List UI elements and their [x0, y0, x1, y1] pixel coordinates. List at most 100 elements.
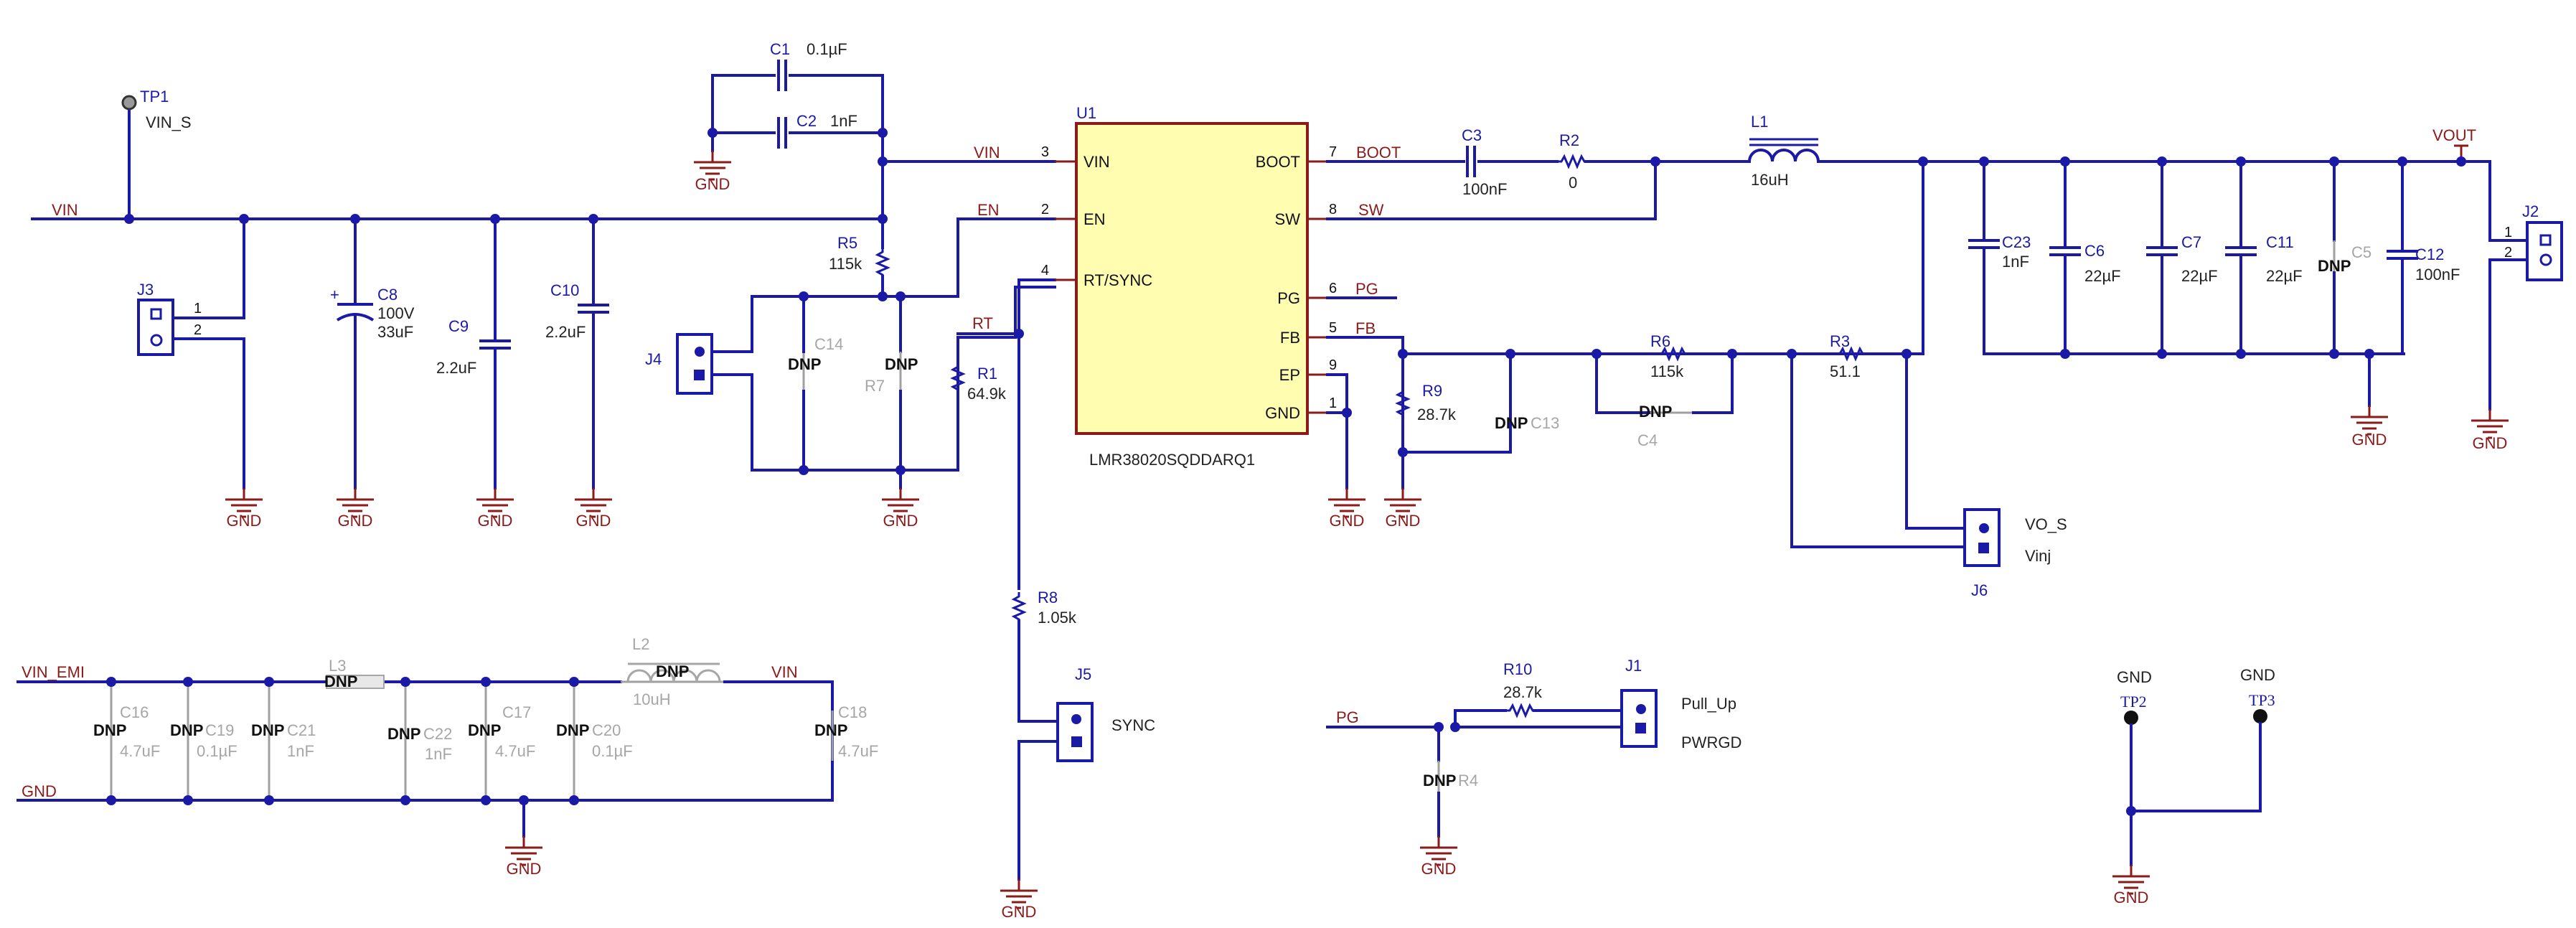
c12-ref: C12 [2415, 245, 2444, 263]
j6-label-vinj: Vinj [2025, 547, 2051, 565]
j3-ref: J3 [137, 281, 154, 299]
net-label-vin-emi-r: VIN [771, 663, 798, 681]
c9-ref: C9 [448, 317, 469, 335]
ic-u1[interactable]: U1 LMR38020SQDDARQ1 3 2 4 VIN EN RT/SYNC… [1041, 104, 1337, 469]
net-label-vin-ic: VIN [974, 144, 1000, 161]
c21-ref: C21 [287, 721, 316, 739]
svg-text:33uF: 33uF [377, 323, 413, 341]
l1-ref: L1 [1751, 113, 1768, 131]
c10-ref: C10 [550, 281, 579, 299]
ic-ref: U1 [1076, 104, 1096, 122]
svg-text:5: 5 [1329, 320, 1337, 336]
j1-label-pwrgd: PWRGD [1681, 734, 1741, 751]
svg-text:DNP: DNP [656, 662, 689, 680]
c8-value: 100V [377, 304, 415, 322]
r6-ref: R6 [1650, 332, 1670, 350]
svg-text:GND: GND [2114, 889, 2149, 906]
svg-text:1: 1 [2504, 225, 2512, 240]
c9-value: 2.2uF [436, 359, 476, 377]
svg-text:GND: GND [478, 512, 513, 530]
j4-connector[interactable] [676, 333, 713, 395]
c4-ref: C4 [1637, 431, 1658, 449]
net-label-pg-left: PG [1336, 708, 1359, 726]
c16-ref: C16 [120, 703, 149, 721]
net-label-sw: SW [1358, 201, 1384, 219]
c20-ref: C20 [592, 721, 621, 739]
r1-ref: R1 [977, 365, 997, 383]
c12-value: 100nF [2415, 266, 2460, 283]
r8-ref: R8 [1038, 589, 1058, 606]
net-label-vout: VOUT [2432, 126, 2476, 144]
svg-text:1: 1 [1329, 395, 1337, 411]
tp3-ref: TP3 [2249, 691, 2275, 709]
j5-connector[interactable] [1056, 702, 1094, 762]
c1-value: 0.1µF [807, 40, 847, 58]
tp2-ref: TP2 [2120, 693, 2147, 711]
pin-boot: BOOT [1256, 153, 1300, 171]
c23-value: 1nF [2002, 253, 2029, 271]
tp1-test-point[interactable] [121, 95, 137, 111]
c22-value: 1nF [425, 745, 452, 763]
pin-gnd: GND [1265, 404, 1300, 422]
net-label-en: EN [977, 201, 1000, 219]
svg-text:GND: GND [1002, 903, 1037, 921]
c23-ref: C23 [2002, 233, 2031, 251]
c6-ref: C6 [2084, 242, 2105, 260]
rt-sync-section: RT R8 1.05k J5 SYNC GND [956, 278, 1155, 921]
c13-ref: C13 [1531, 414, 1559, 432]
c16-value: 4.7uF [120, 742, 160, 760]
svg-text:3: 3 [1041, 144, 1049, 160]
j1-ref: J1 [1625, 657, 1642, 675]
c7-ref: C7 [2181, 233, 2201, 251]
r5-ref: R5 [837, 234, 857, 252]
c8-ref: C8 [377, 286, 398, 304]
c20-value: 0.1µF [592, 742, 633, 760]
j3-connector[interactable] [137, 299, 174, 356]
svg-text:GND: GND [1421, 860, 1457, 878]
c10-value: 2.2uF [545, 323, 586, 341]
c18-value: 4.7uF [838, 742, 878, 760]
tp2-test-point[interactable] [2124, 711, 2138, 725]
j2-connector[interactable] [2526, 221, 2563, 281]
svg-text:GND: GND [507, 860, 542, 878]
pin-rt-sync: RT/SYNC [1083, 271, 1152, 289]
svg-text:DNP: DNP [1423, 772, 1456, 789]
svg-text:DNP: DNP [885, 355, 918, 373]
c6-value: 22µF [2084, 267, 2121, 285]
net-label-gnd-emi: GND [22, 782, 57, 800]
svg-text:6: 6 [1329, 281, 1337, 296]
svg-text:2: 2 [2504, 245, 2512, 261]
c2-value: 1nF [830, 112, 857, 130]
j1-connector[interactable] [1620, 689, 1658, 748]
tp3-test-point[interactable] [2253, 709, 2267, 723]
ic-u1-body[interactable] [1075, 122, 1309, 435]
svg-text:1: 1 [194, 301, 202, 317]
ic-part-number: LMR38020SQDDARQ1 [1089, 451, 1255, 469]
j5-label: SYNC [1111, 716, 1155, 734]
j2-ref: J2 [2522, 202, 2539, 220]
emi-filter: VIN_EMI GND VIN L3 DNP L2 DNP 10uH DNP C… [17, 635, 878, 878]
l2-ref: L2 [632, 635, 649, 653]
c19-ref: C19 [205, 721, 234, 739]
svg-text:GND: GND [695, 175, 730, 193]
svg-text:2: 2 [1041, 202, 1049, 217]
j6-ref: J6 [1971, 581, 1988, 599]
output-capacitors: C23 1nF C6 22µF C7 22µF C11 22µF DNP C5 [1967, 126, 2563, 452]
c17-ref: C17 [502, 703, 531, 721]
c18-ref: C18 [838, 703, 867, 721]
c2-ref: C2 [796, 112, 817, 130]
svg-text:GND: GND [2473, 434, 2508, 452]
net-label-vin-emi: VIN_EMI [22, 663, 85, 681]
pin-sw: SW [1275, 210, 1301, 228]
net-label-pg: PG [1355, 280, 1378, 298]
c17-value: 4.7uF [495, 742, 535, 760]
c1-ref: C1 [770, 40, 790, 58]
j6-connector[interactable] [1963, 508, 2001, 567]
svg-text:+: + [330, 286, 339, 304]
pin-fb: FB [1280, 329, 1300, 347]
c11-value: 22µF [2266, 267, 2303, 285]
c3-value: 100nF [1462, 180, 1507, 198]
tp1-ref: TP1 [140, 88, 169, 106]
j4-ref: J4 [645, 350, 662, 368]
